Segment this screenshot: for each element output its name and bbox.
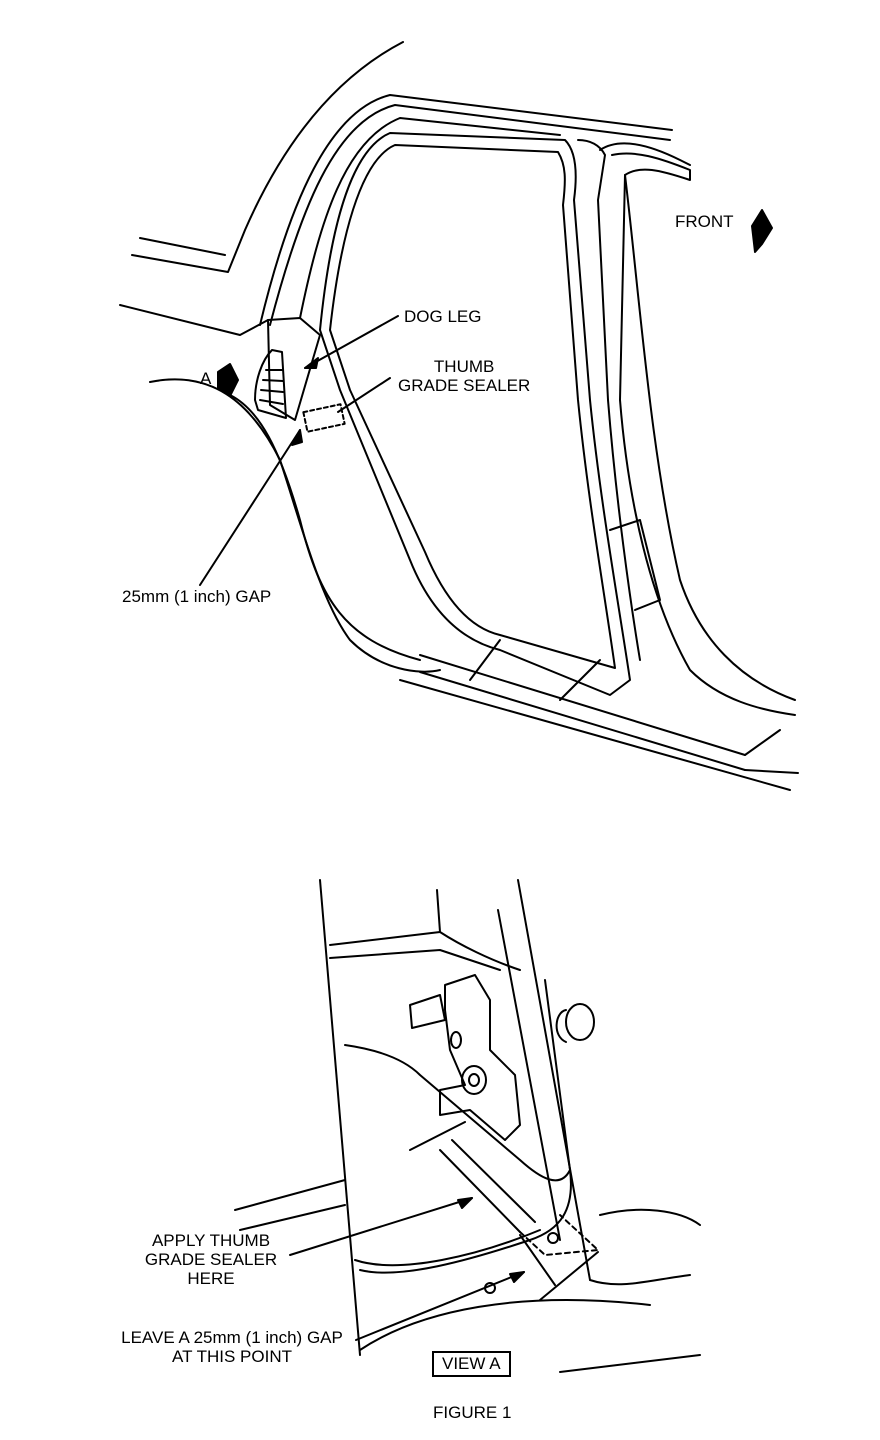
body-curve-left — [234, 1179, 346, 1211]
front-door-opening-2 — [624, 174, 796, 701]
leave-gap-label: LEAVE A 25mm (1 inch) GAP AT THIS POINT — [92, 1328, 372, 1366]
thumb-grade-sealer-label: THUMB GRADE SEALER — [398, 357, 530, 395]
vent-slat — [260, 389, 284, 393]
roof-rail-3 — [299, 117, 561, 319]
apply-line3: HERE — [187, 1269, 235, 1288]
sealer-path — [451, 1139, 536, 1223]
apply-arrowhead — [457, 1197, 473, 1209]
latch-nut — [461, 1065, 487, 1095]
thumb-grade-sealer-line2: GRADE SEALER — [398, 376, 531, 395]
sill-seam — [559, 659, 601, 701]
body-curve-lower — [559, 1354, 701, 1373]
rear-door-opening-outer — [319, 132, 631, 696]
striker-stud — [565, 1003, 595, 1041]
latch-nut-hole — [468, 1073, 480, 1087]
b-pillar-step — [609, 519, 661, 611]
body-curve-left-2 — [239, 1204, 346, 1231]
pillar-right-edge — [517, 879, 591, 1281]
latch-hole — [450, 1031, 462, 1049]
rear-quarter-line — [139, 237, 226, 256]
b-pillar-left — [577, 139, 641, 661]
leave-line2: AT THIS POINT — [172, 1347, 292, 1366]
recess-lower — [354, 1229, 541, 1267]
roof-outline — [131, 41, 404, 273]
panel-line — [436, 889, 441, 933]
dog-leg-arrowhead — [304, 357, 319, 369]
upper-panel — [329, 931, 521, 971]
upper-vehicle-illustration — [119, 41, 799, 791]
gap-leader — [199, 429, 301, 586]
vent-slat — [259, 399, 284, 405]
gap-dashed — [519, 1214, 599, 1256]
rocker-sill-bottom — [419, 671, 746, 771]
rocker-sill-base — [399, 679, 791, 791]
vent-slat — [262, 379, 284, 382]
leave-arrowhead — [509, 1271, 525, 1283]
rocker-sill-top — [419, 654, 746, 756]
recess-outline — [344, 979, 571, 1182]
pillar-inner-edge — [497, 909, 561, 1241]
front-arrow-icon — [751, 209, 773, 253]
apply-line2: GRADE SEALER — [144, 1250, 278, 1269]
view-a-illustration — [234, 879, 701, 1373]
rear-lower-line — [229, 394, 421, 661]
sealer-dashed-box — [302, 403, 346, 433]
quarter-vent — [254, 349, 287, 419]
pillar-left-edge — [319, 879, 361, 1356]
rear-door-opening-inner — [329, 144, 616, 669]
front-label: FRONT — [675, 212, 734, 231]
body-curve-bottom — [359, 1299, 651, 1351]
roof-rail-2 — [269, 104, 671, 326]
striker-stud-base — [555, 1009, 567, 1043]
apply-sealer-label: APPLY THUMB GRADE SEALER HERE — [136, 1231, 286, 1288]
leave-leader — [355, 1271, 525, 1341]
a-arrow-icon — [217, 363, 239, 397]
a-marker-label: A — [200, 369, 212, 388]
roof-rail-1 — [259, 94, 673, 326]
b-pillar-right — [599, 142, 691, 166]
dog-leg-leader — [304, 315, 399, 369]
rocker-front — [744, 729, 799, 774]
leave-line1: LEAVE A 25mm (1 inch) GAP — [121, 1328, 343, 1347]
body-curve-right — [589, 1274, 691, 1286]
upper-panel-edge — [329, 949, 501, 971]
dog-leg-label: DOG LEG — [404, 307, 482, 326]
sealer-leader — [337, 377, 391, 413]
gap-tick — [539, 1251, 599, 1301]
thumb-grade-sealer-line1: THUMB — [433, 357, 495, 376]
recess-inner — [359, 1169, 572, 1274]
gap-label: 25mm (1 inch) GAP — [122, 587, 272, 606]
sealer-dot — [547, 1232, 559, 1244]
view-a-box: VIEW A — [432, 1351, 511, 1377]
figure-caption: FIGURE 1 — [433, 1403, 512, 1422]
sealer-path — [439, 1149, 521, 1233]
leader-top — [409, 1121, 466, 1151]
front-door-opening — [611, 152, 796, 716]
latch-tab — [409, 994, 446, 1029]
gap-dimension — [519, 1234, 556, 1286]
apply-line1: APPLY THUMB — [151, 1231, 271, 1250]
sill-seam — [469, 639, 501, 681]
body-curve-right-2 — [599, 1208, 701, 1226]
body-side-line — [119, 304, 269, 336]
apply-leader — [289, 1197, 473, 1256]
latch-bracket — [439, 974, 521, 1141]
gap-arrowhead — [291, 429, 303, 446]
